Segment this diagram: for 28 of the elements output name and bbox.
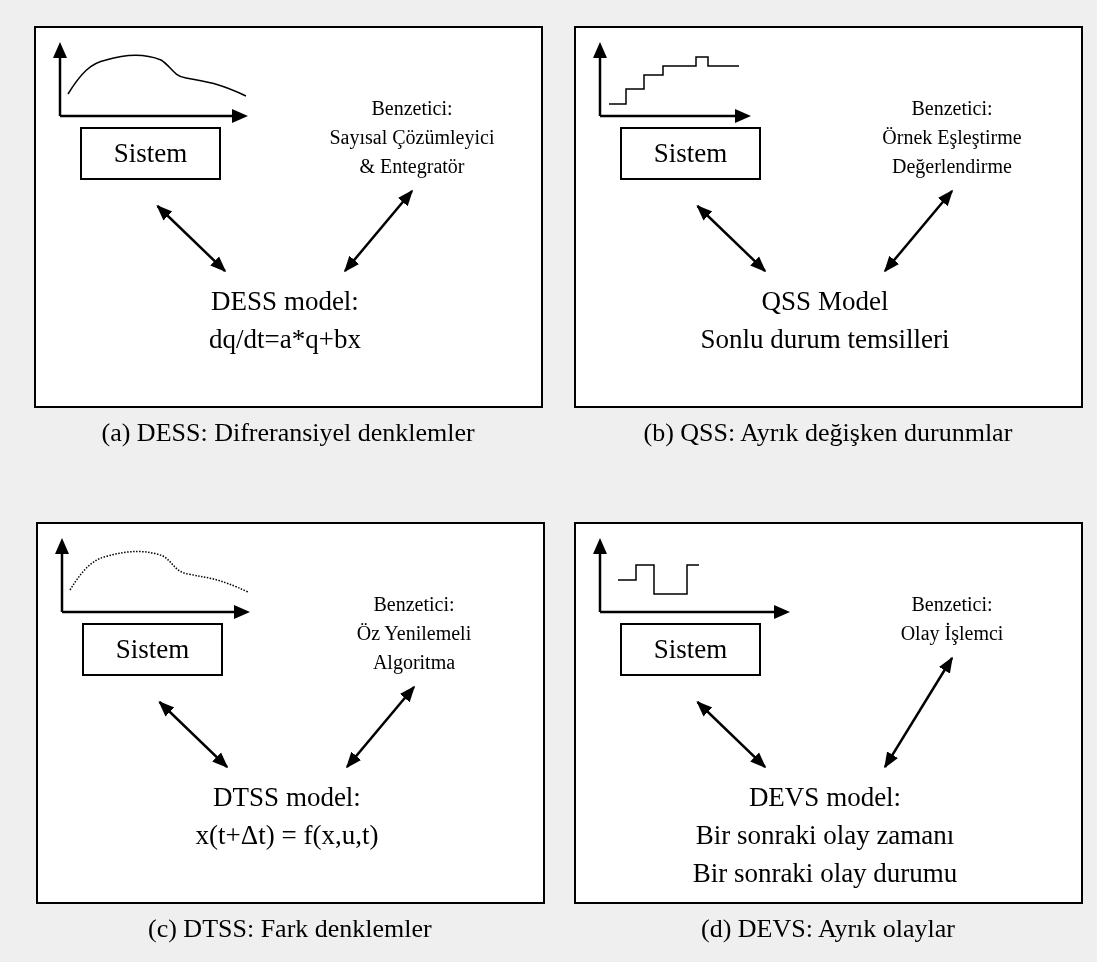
figure-caption: (d) DEVS: Ayrık olaylar	[701, 914, 955, 944]
simulator-text: Benzetici: Örnek Eşleştirme Değerlendirme	[862, 94, 1042, 181]
double-arrow	[345, 685, 416, 769]
figure-caption: (c) DTSS: Fark denklemler	[148, 914, 432, 944]
model-text: DESS model: dq/dt=a*q+bx	[140, 283, 430, 359]
panel-frame	[36, 522, 545, 904]
double-arrow	[696, 204, 767, 273]
figure-caption: (b) QSS: Ayrık değişken durunmlar	[643, 418, 1013, 448]
panel-frame	[574, 26, 1083, 408]
figure-caption: (a) DESS: Difreransiyel denklemler	[101, 418, 475, 448]
system-box: Sistem	[82, 623, 223, 676]
system-box: Sistem	[620, 127, 761, 180]
double-arrow	[158, 700, 229, 769]
system-box: Sistem	[620, 623, 761, 676]
model-text: DEVS model: Bir sonraki olay zamanı Bir sonraki olay durumu	[680, 779, 970, 893]
panel-frame	[574, 522, 1083, 904]
model-text: QSS Model Sonlu durum temsilleri	[680, 283, 970, 359]
system-box: Sistem	[80, 127, 221, 180]
double-arrow	[696, 700, 767, 769]
double-arrow	[343, 189, 414, 273]
double-arrow	[883, 189, 954, 273]
panel-frame	[34, 26, 543, 408]
simulator-text: Benzetici: Olay İşlemci	[862, 590, 1042, 648]
simulator-text: Benzetici: Sayısal Çözümleyici & Entegratör	[322, 94, 502, 181]
double-arrow	[883, 656, 954, 769]
model-text: DTSS model: x(t+Δt) = f(x,u,t)	[142, 779, 432, 855]
double-arrow	[156, 204, 227, 273]
simulator-text: Benzetici: Öz Yenilemeli Algoritma	[324, 590, 504, 677]
